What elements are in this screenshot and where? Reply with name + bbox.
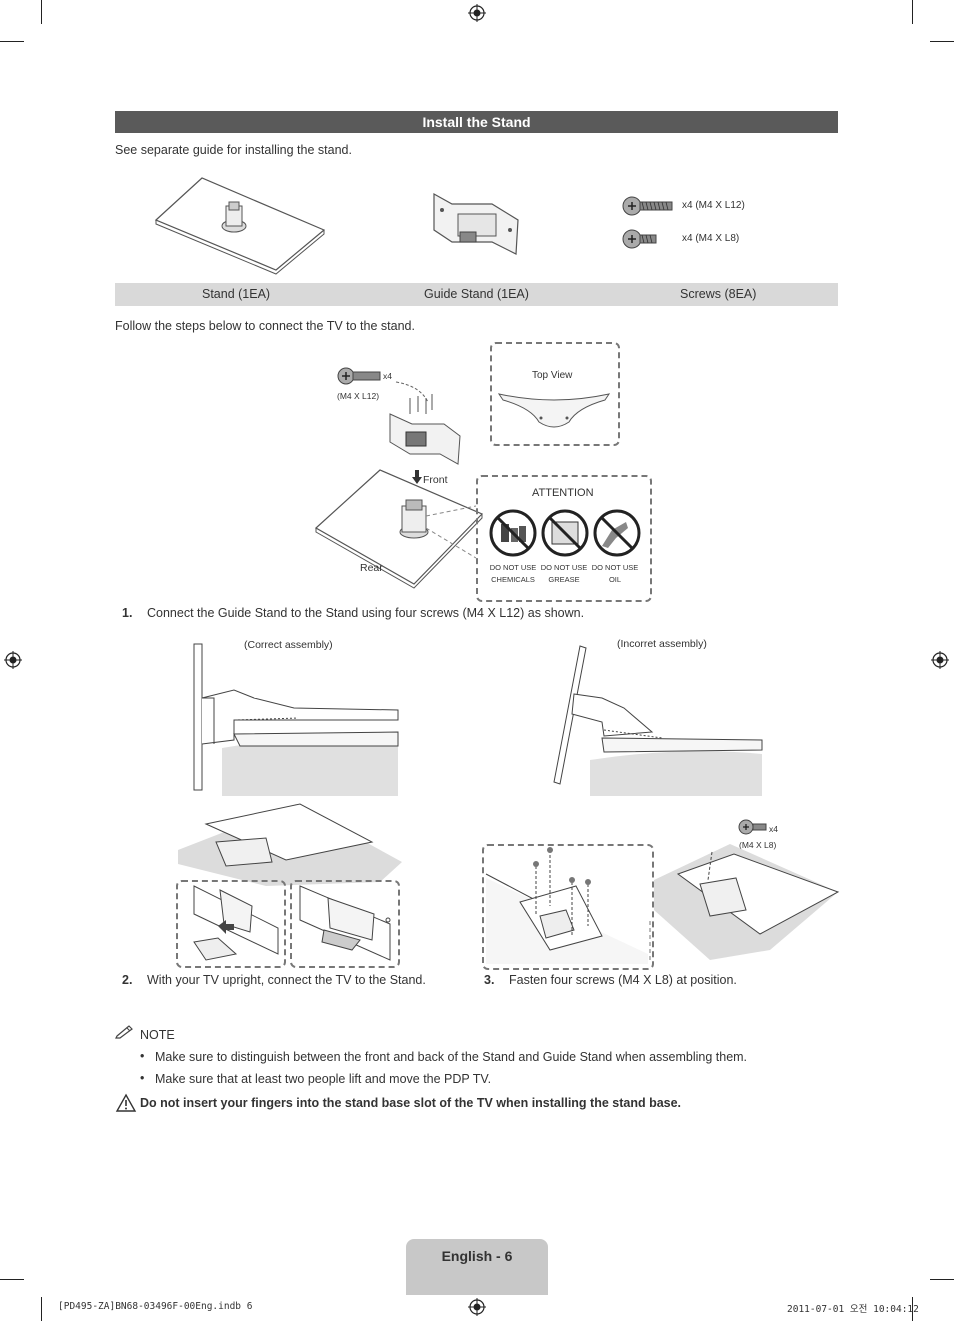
screw-a-label: x4 (M4 X L12)	[682, 200, 745, 211]
screw-short-icon	[622, 227, 658, 251]
registration-mark-icon	[468, 4, 486, 22]
registration-mark-icon	[4, 651, 22, 669]
incorrect-assembly-illustration	[552, 642, 764, 796]
stand-base-illustration	[314, 466, 484, 592]
guide-stand-illustration	[432, 190, 522, 260]
crop-mark	[912, 0, 913, 24]
no-oil-icon	[592, 508, 642, 558]
follow-text: Follow the steps below to connect the TV…	[115, 319, 415, 333]
note-bullet: Make sure that at least two people lift …	[155, 1072, 491, 1086]
guide-stand-assembly-illustration	[380, 378, 470, 468]
parts-list-bar: Stand (1EA) Guide Stand (1EA) Screws (8E…	[115, 283, 838, 306]
correct-assembly-illustration	[194, 640, 400, 796]
screw-fasten-detail-illustration	[486, 846, 648, 964]
screw-spec: (M4 X L12)	[337, 391, 379, 401]
step1-text: Connect the Guide Stand to the Stand usi…	[147, 606, 584, 620]
registration-mark-icon	[468, 1298, 486, 1316]
detail-left-illustration	[180, 884, 280, 962]
no-grease-icon	[540, 508, 590, 558]
note-pencil-icon	[115, 1024, 135, 1038]
crop-mark	[41, 0, 42, 24]
note-bullet-marker: •	[140, 1049, 144, 1063]
crop-mark	[41, 1297, 42, 1321]
crop-mark	[930, 1279, 954, 1280]
screw-short-icon	[738, 818, 768, 836]
step2-number: 2.	[122, 973, 132, 987]
stand-label: Stand (1EA)	[202, 287, 270, 301]
section-title: Install the Stand	[115, 111, 838, 133]
screws-label: Screws (8EA)	[680, 287, 756, 301]
tv-back-illustration	[650, 840, 840, 960]
footer-timestamp: 2011-07-01 오전 10:04:12	[787, 1301, 919, 1315]
step3-number: 3.	[484, 973, 494, 987]
note-bullet: Make sure to distinguish between the fro…	[155, 1050, 747, 1064]
page-number-tab: English - 6	[406, 1239, 548, 1295]
step3-text: Fasten four screws (M4 X L8) at position…	[509, 973, 737, 987]
footer-filename: [PD495-ZA]BN68-03496F-00Eng.indb 6	[58, 1301, 252, 1312]
registration-mark-icon	[931, 651, 949, 669]
screw-long-icon	[336, 365, 382, 387]
screw-long-icon	[622, 194, 674, 218]
screw-b-label: x4 (M4 X L8)	[682, 233, 739, 244]
intro-text: See separate guide for installing the st…	[115, 143, 352, 157]
warning-text: Do not insert your fingers into the stan…	[140, 1096, 681, 1110]
top-view-illustration	[497, 388, 611, 434]
step2-text: With your TV upright, connect the TV to …	[147, 973, 426, 987]
no-chemicals-icon	[488, 508, 538, 558]
rear-label: Rear	[360, 562, 383, 574]
note-bullet-marker: •	[140, 1071, 144, 1085]
top-view-label: Top View	[532, 370, 572, 381]
crop-mark	[0, 41, 24, 42]
warning-triangle-icon	[116, 1094, 136, 1112]
guide-stand-label: Guide Stand (1EA)	[424, 287, 529, 301]
attention-label: ATTENTION	[532, 487, 594, 499]
detail-right-illustration	[294, 884, 394, 962]
stand-illustration	[154, 176, 326, 272]
screw3-count: x4	[769, 824, 778, 834]
step1-number: 1.	[122, 606, 132, 620]
note-label: NOTE	[140, 1028, 175, 1042]
crop-mark	[930, 41, 954, 42]
crop-mark	[0, 1279, 24, 1280]
